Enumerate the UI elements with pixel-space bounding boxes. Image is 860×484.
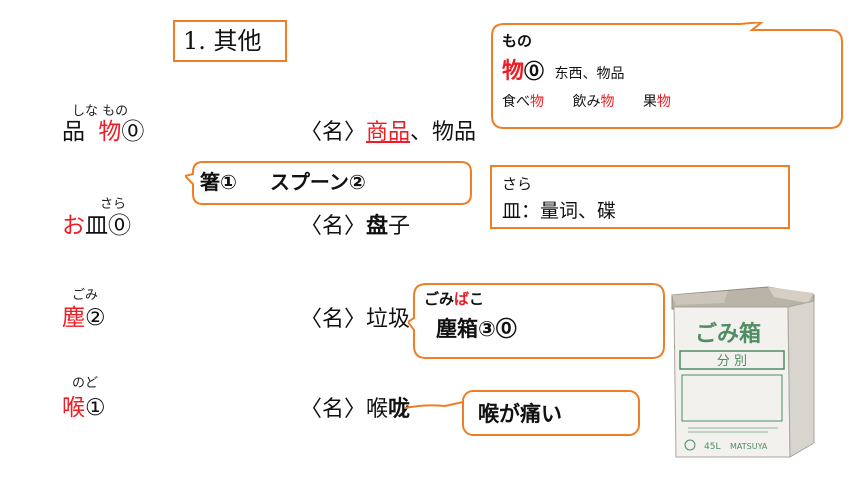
trash-box-capacity: 45L <box>704 442 720 452</box>
entry-3-definition: 〈名〉垃圾 <box>300 307 411 332</box>
mono-accent: ⓪ <box>524 59 545 83</box>
mono-meaning: 东西、物品 <box>554 66 625 82</box>
utensils-callout-shape <box>185 161 472 205</box>
mono-callout-shape <box>491 22 843 129</box>
sara-callout: さら 皿：量词、碟 <box>490 165 790 229</box>
nodo-callout-shape <box>405 390 640 436</box>
entry-4-definition: 〈名〉喉咙 <box>300 397 411 422</box>
mono-example-3: 果 <box>642 94 657 110</box>
entry-1-headword: 品 物⓪ <box>62 119 145 145</box>
gomibako-reading: ごみばこ <box>424 290 485 308</box>
entry-3-ruby: ごみ <box>72 288 99 303</box>
gomibako-callout: ごみばこ 塵箱③⓪ <box>424 288 517 343</box>
mono-reading: もの <box>502 32 533 50</box>
entry-2-definition: 〈名〉盘子 <box>300 214 411 239</box>
trash-box-image: ごみ箱 分 別 45L MATSUYA <box>671 286 815 458</box>
mono-example-1: 食べ <box>502 94 530 110</box>
chopsticks-word: 箸① <box>200 170 237 194</box>
spoon-word: スプーン② <box>269 170 366 194</box>
pointer-line <box>405 401 464 409</box>
gomibako-callout-shape <box>408 283 665 359</box>
sara-meaning: 皿：量词、碟 <box>502 200 617 222</box>
entry-3-headword: 塵② <box>62 305 106 331</box>
entry-1-definition: 〈名〉商品、物品 <box>300 120 477 145</box>
entry-2-headword: お皿⓪ <box>62 213 131 239</box>
entry-4-headword: 喉① <box>62 395 106 421</box>
entry-2-ruby: さら <box>100 197 127 212</box>
trash-box-brand: MATSUYA <box>730 442 768 451</box>
sara-reading: さら <box>502 175 533 193</box>
trash-box-sublabel: 分 別 <box>717 354 747 369</box>
nodo-phrase: 喉が痛い <box>478 402 562 426</box>
section-title: 1. 其他 <box>173 20 287 62</box>
mono-example-2: 飲み <box>572 94 601 110</box>
gomibako-word: 塵箱③⓪ <box>436 317 517 341</box>
mono-callout: もの 物⓪ 东西、物品 食べ物 飲み物 果物 <box>502 30 832 111</box>
utensils-callout: 箸① スプーン② <box>200 166 366 195</box>
mono-examples: 食べ物 飲み物 果物 <box>502 94 671 110</box>
trash-box-label: ごみ箱 <box>695 321 761 347</box>
entry-4-ruby: のど <box>72 376 99 391</box>
mono-kanji: 物 <box>502 59 525 84</box>
entry-1-ruby: しな もの <box>72 104 129 119</box>
